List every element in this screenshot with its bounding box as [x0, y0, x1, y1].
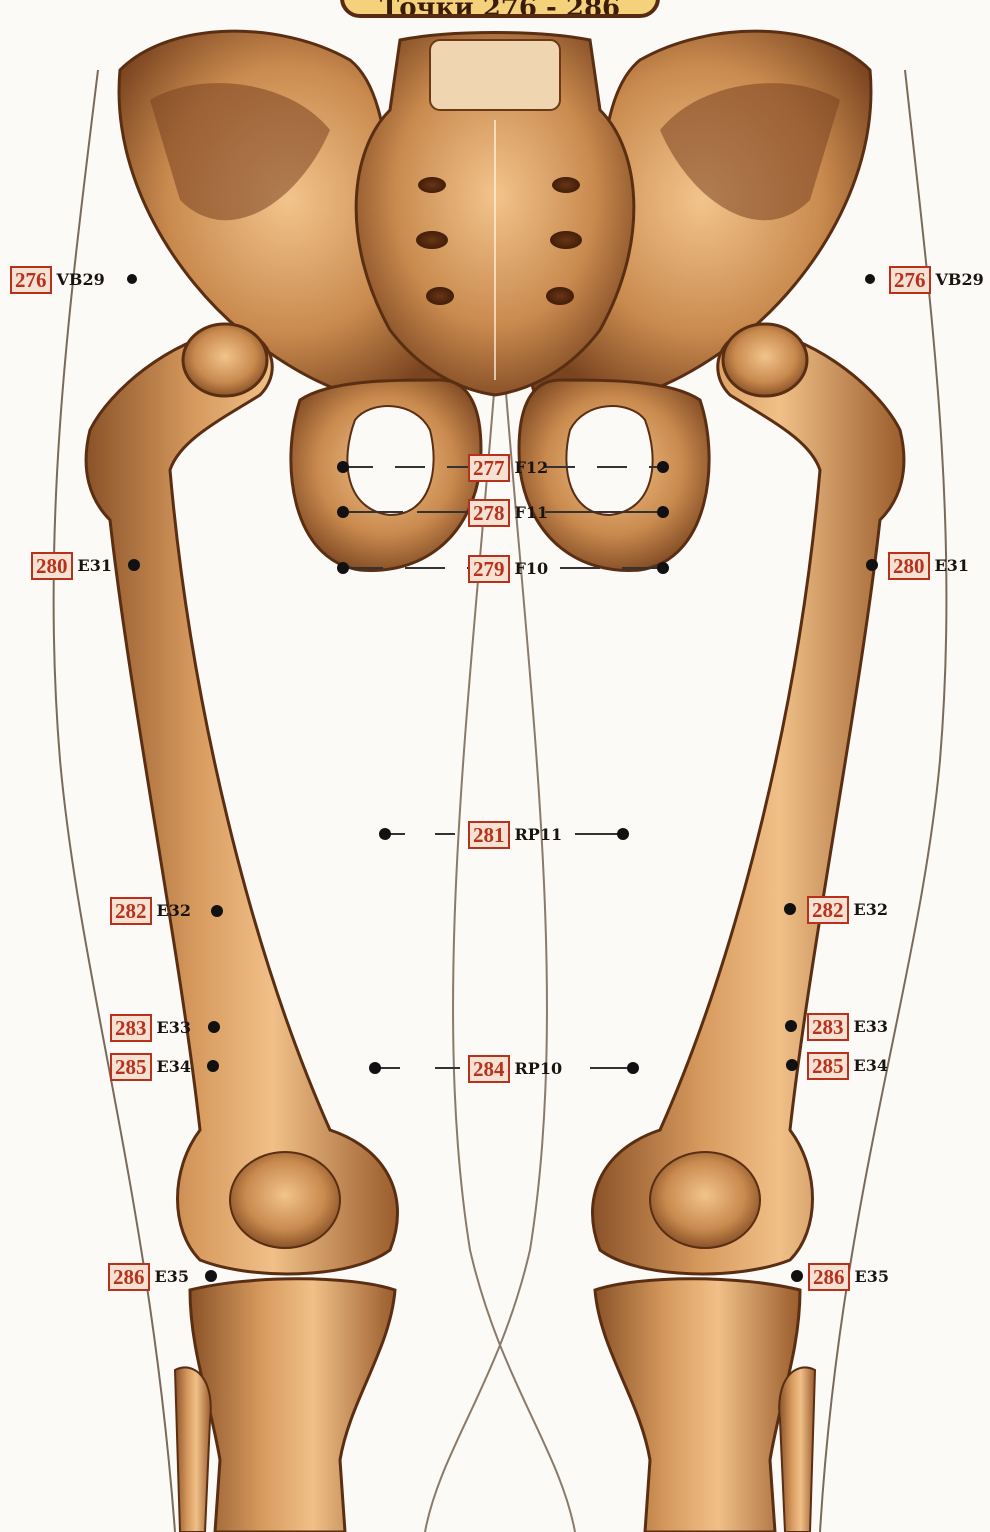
point-label-e31-right: 280 E31	[888, 552, 969, 580]
point-number: 280	[31, 552, 73, 580]
point-number: 276	[10, 266, 52, 294]
point-label-e34-right: 285 E34	[807, 1052, 888, 1080]
point-code: E31	[78, 558, 112, 574]
point-code: E32	[854, 902, 888, 918]
point-code: E34	[157, 1059, 191, 1075]
point-code: E33	[157, 1020, 191, 1036]
right-tibia	[595, 1279, 800, 1532]
point-code: F12	[515, 460, 549, 476]
point-code: RP10	[515, 1061, 563, 1077]
inner-thigh-right	[425, 380, 547, 1532]
point-label-rp11: 281 RP11	[468, 821, 562, 849]
point-label-e32-left: 282 E32	[110, 897, 191, 925]
point-code: E34	[854, 1058, 888, 1074]
point-label-f11: 278 F11	[468, 499, 548, 527]
point-label-vb29-left: 276 VB29	[10, 266, 105, 294]
point-number: 282	[110, 897, 152, 925]
point-label-e35-left: 286 E35	[108, 1263, 189, 1291]
page-title: Точки 276 - 286	[340, 0, 660, 18]
point-number: 283	[110, 1014, 152, 1042]
point-number: 283	[807, 1013, 849, 1041]
left-tibia	[190, 1279, 395, 1532]
point-code: RP11	[515, 827, 563, 843]
point-number: 278	[468, 499, 510, 527]
point-label-e31-left: 280 E31	[31, 552, 112, 580]
point-label-e33-left: 283 E33	[110, 1014, 191, 1042]
point-code: E35	[855, 1269, 889, 1285]
point-number: 284	[468, 1055, 510, 1083]
point-number: 286	[108, 1263, 150, 1291]
point-number: 285	[807, 1052, 849, 1080]
point-code: E35	[155, 1269, 189, 1285]
point-label-rp10: 284 RP10	[468, 1055, 562, 1083]
point-label-e35-right: 286 E35	[808, 1263, 889, 1291]
point-label-e32-right: 282 E32	[807, 896, 888, 924]
point-code: E32	[157, 903, 191, 919]
point-label-f10: 279 F10	[468, 555, 548, 583]
point-code: E33	[854, 1019, 888, 1035]
point-label-f12: 277 F12	[468, 454, 548, 482]
point-number: 277	[468, 454, 510, 482]
point-number: 276	[889, 266, 931, 294]
point-code: F10	[515, 561, 549, 577]
point-code: VB29	[57, 272, 105, 288]
point-number: 282	[807, 896, 849, 924]
point-number: 280	[888, 552, 930, 580]
point-code: F11	[515, 505, 549, 521]
point-label-e33-right: 283 E33	[807, 1013, 888, 1041]
point-number: 285	[110, 1053, 152, 1081]
point-code: E31	[935, 558, 969, 574]
point-code: VB29	[936, 272, 984, 288]
point-number: 279	[468, 555, 510, 583]
inner-thigh-left	[453, 380, 575, 1532]
point-label-vb29-right: 276 VB29	[889, 266, 984, 294]
point-number: 286	[808, 1263, 850, 1291]
point-label-e34-left: 285 E34	[110, 1053, 191, 1081]
point-number: 281	[468, 821, 510, 849]
